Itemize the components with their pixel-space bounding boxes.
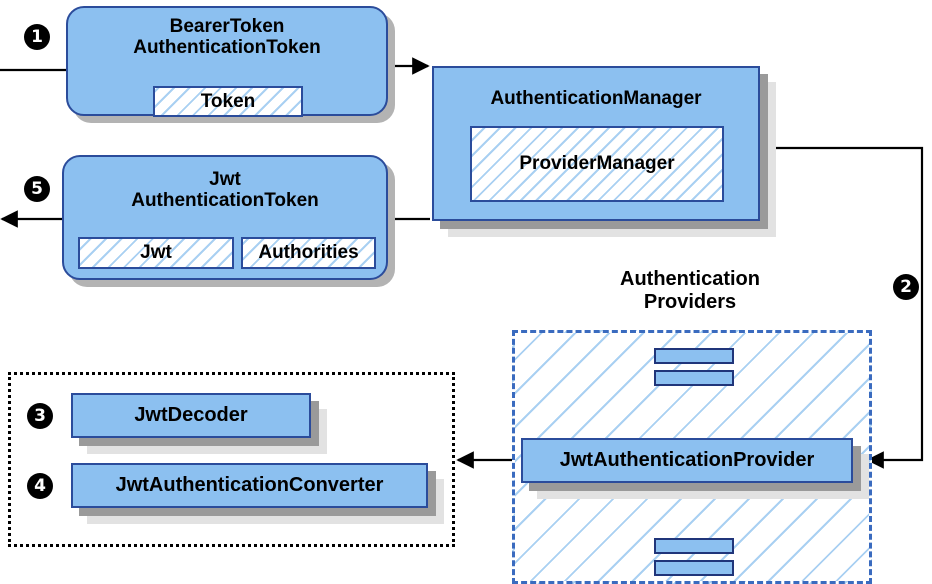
node-jwt-decoder[interactable]: JwtDecoder [71,393,311,438]
node-jwt-authentication-provider[interactable]: JwtAuthenticationProvider [521,438,853,483]
authentication-providers-label-line1: Authentication [620,268,760,290]
provider-chip-top-1 [654,348,734,364]
jwt-token-title-line2: AuthenticationToken [131,190,319,212]
step-marker-5: 5 [24,176,50,202]
node-bearer-token-authentication-token[interactable]: BearerToken AuthenticationToken Token [66,6,388,117]
authentication-manager-slot-provider-manager: ProviderManager [470,126,724,202]
jwt-token-title-line1: Jwt [209,169,241,190]
provider-chip-bottom-1 [654,538,734,554]
step-marker-2: 2 [893,274,919,300]
step-marker-1: 1 [24,24,50,50]
bearer-token-slot-token: Token [153,86,303,117]
step-marker-3: 3 [27,403,53,429]
step-marker-4: 4 [27,473,53,499]
node-authentication-manager[interactable]: AuthenticationManager ProviderManager [432,66,760,221]
authentication-providers-label-line2: Providers [643,291,737,313]
jwt-support-components-container [8,372,455,547]
provider-chip-top-2 [654,370,734,386]
jwt-token-slot-authorities: Authorities [241,237,376,269]
bearer-token-title-line1: BearerToken [169,16,285,37]
bearer-token-title-line2: AuthenticationToken [133,37,321,59]
node-jwt-authentication-converter[interactable]: JwtAuthenticationConverter [71,463,428,508]
provider-chip-bottom-2 [654,560,734,576]
authentication-providers-label: Authentication Providers [570,268,810,314]
authentication-manager-title: AuthenticationManager [490,88,702,109]
node-jwt-authentication-token[interactable]: Jwt AuthenticationToken Jwt Authorities [62,155,388,280]
jwt-token-slot-jwt: Jwt [78,237,234,269]
